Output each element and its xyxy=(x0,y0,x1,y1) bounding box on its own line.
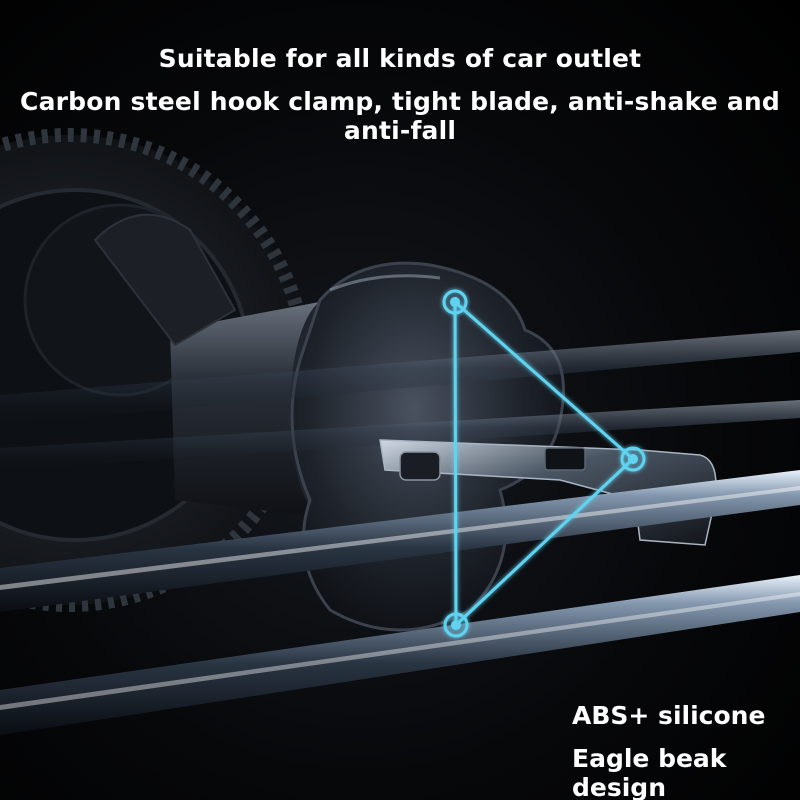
feature-design: Eagle beak design xyxy=(572,744,727,800)
anchor-point-bottom xyxy=(443,612,469,638)
bracket-arm xyxy=(93,213,237,347)
vent-bars-front xyxy=(0,470,800,735)
hook-clamp xyxy=(379,439,717,546)
anchor-point-right xyxy=(620,446,646,472)
vent-bars-back xyxy=(0,330,800,470)
triangle-outline xyxy=(453,298,636,629)
feature-material: ABS+ silicone xyxy=(572,701,766,730)
headline-line-2: Carbon steel hook clamp, tight blade, an… xyxy=(20,87,780,145)
headline-line-1: Suitable for all kinds of car outlet xyxy=(158,44,642,73)
stability-triangle xyxy=(442,289,646,638)
anchor-point-top xyxy=(442,289,468,315)
